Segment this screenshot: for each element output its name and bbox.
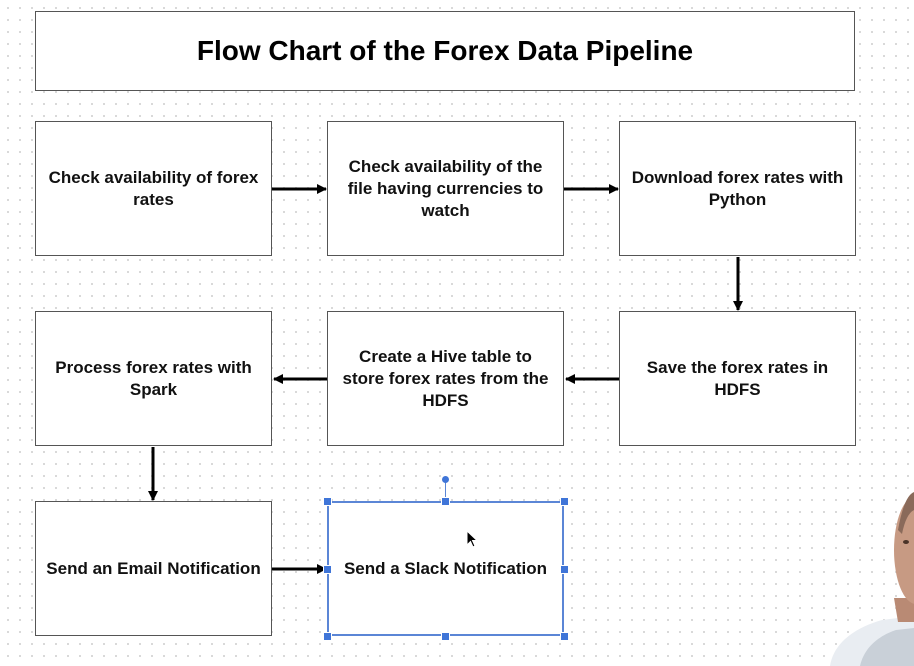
title-box[interactable]: Flow Chart of the Forex Data Pipeline — [35, 11, 855, 91]
node-label: Send a Slack Notification — [343, 558, 548, 578]
node-label: Check availability of forex rates — [48, 167, 259, 209]
node-save-forex-hdfs[interactable]: Save the forex rates in HDFS — [619, 311, 856, 446]
node-create-hive-table[interactable]: Create a Hive table to store forex rates… — [327, 311, 564, 446]
node-process-spark[interactable]: Process forex rates with Spark — [35, 311, 272, 446]
node-check-forex-availability[interactable]: Check availability of forex rates — [35, 121, 272, 256]
node-send-email[interactable]: Send an Email Notification — [35, 501, 272, 636]
diagram-title: Flow Chart of the Forex Data Pipeline — [196, 35, 694, 66]
resize-handle-left[interactable] — [323, 565, 332, 574]
resize-handle-top-left[interactable] — [323, 497, 332, 506]
node-label: Process forex rates with Spark — [55, 357, 252, 399]
resize-handle-bottom[interactable] — [441, 632, 450, 641]
resize-handle-bottom-right[interactable] — [560, 632, 569, 641]
node-label: Send an Email Notification — [46, 558, 261, 578]
node-label: Download forex rates with Python — [631, 167, 844, 209]
resize-handle-right[interactable] — [560, 565, 569, 574]
resize-handle-top-right[interactable] — [560, 497, 569, 506]
rotation-handle[interactable] — [442, 476, 449, 483]
rotation-handle-stem — [445, 482, 446, 500]
node-check-currency-file[interactable]: Check availability of the file having cu… — [327, 121, 564, 256]
mouse-pointer-icon — [466, 530, 478, 548]
presenter-webcam-overlay — [830, 492, 914, 666]
node-download-forex-rates[interactable]: Download forex rates with Python — [619, 121, 856, 256]
node-label: Check availability of the file having cu… — [347, 156, 544, 220]
node-send-slack[interactable]: Send a Slack Notification — [327, 501, 564, 636]
resize-handle-top[interactable] — [441, 497, 450, 506]
node-label: Create a Hive table to store forex rates… — [342, 346, 549, 410]
node-label: Save the forex rates in HDFS — [646, 357, 829, 399]
resize-handle-bottom-left[interactable] — [323, 632, 332, 641]
